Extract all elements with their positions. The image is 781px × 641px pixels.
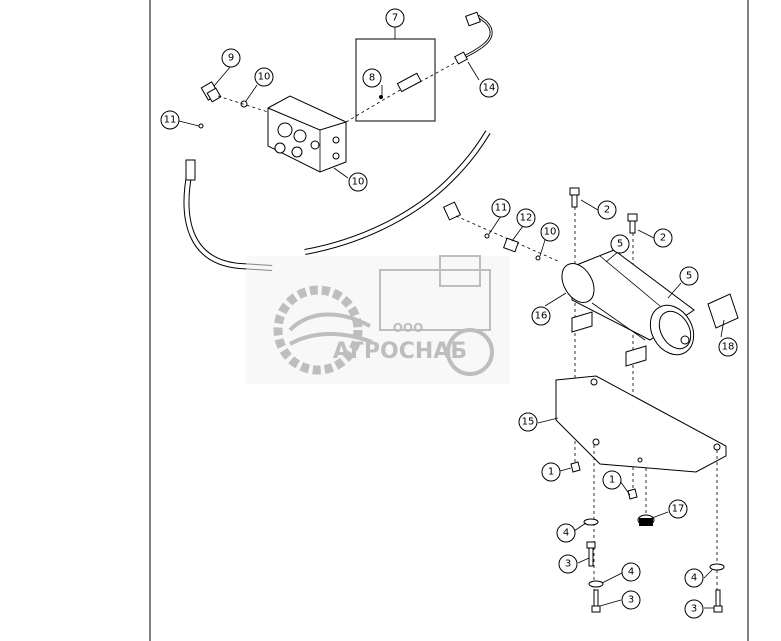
svg-text:3: 3: [628, 595, 634, 606]
hydraulic-hose: [183, 130, 491, 271]
seal-10-b: [535, 255, 541, 261]
bolt-3-b: [591, 589, 601, 613]
bolt-2-b: [627, 213, 638, 234]
cable-14: [454, 11, 493, 65]
washer-4-b: [588, 580, 604, 588]
callout-14: 14: [479, 78, 499, 98]
callout-15: 15: [518, 412, 538, 432]
svg-text:8: 8: [369, 73, 375, 84]
callout-8: 10: [348, 172, 368, 192]
callout-3: 3: [684, 599, 704, 619]
callout-17: 17: [668, 499, 688, 519]
bushing-17: [637, 514, 655, 526]
callout-1: 1: [541, 462, 561, 482]
svg-text:5: 5: [617, 239, 623, 250]
valve-block: [267, 95, 347, 173]
watermark-prefix: ООО: [393, 321, 424, 335]
svg-text:11: 11: [164, 115, 177, 126]
callout-9: 9: [221, 48, 241, 68]
svg-text:3: 3: [565, 559, 571, 570]
svg-text:14: 14: [483, 83, 496, 94]
svg-text:3: 3: [691, 604, 697, 615]
svg-text:1: 1: [548, 467, 554, 478]
callout-6: 7: [385, 8, 405, 28]
sensor-7: [379, 72, 422, 99]
bolt-2-a: [569, 187, 580, 208]
svg-text:7: 7: [392, 13, 398, 24]
svg-text:1: 1: [609, 475, 615, 486]
svg-text:2: 2: [660, 233, 666, 244]
svg-text:15: 15: [522, 417, 535, 428]
callout-2: 2: [597, 200, 617, 220]
callout-11: 11: [160, 110, 180, 130]
callout-3: 3: [621, 590, 641, 610]
svg-text:12: 12: [520, 213, 533, 224]
callout-10: 10: [254, 67, 274, 87]
bolt-3-c: [713, 589, 723, 613]
label-plate-18: [707, 293, 739, 329]
callout-4: 4: [621, 562, 641, 582]
callout-3: 3: [558, 554, 578, 574]
svg-text:4: 4: [691, 573, 697, 584]
watermark-logo: ООО АГРОСНАБ: [246, 255, 510, 384]
watermark-brand: АГРОСНАБ: [333, 339, 467, 364]
svg-text:5: 5: [686, 271, 692, 282]
callout-1: 1: [602, 470, 622, 490]
washer-4-a: [583, 518, 599, 526]
fitting-12: [503, 237, 519, 253]
callout-18: 18: [718, 337, 738, 357]
mounting-plate-15: [555, 375, 727, 473]
callout-4: 4: [684, 568, 704, 588]
svg-text:11: 11: [495, 203, 508, 214]
assembly-6-box: [355, 38, 436, 122]
svg-text:16: 16: [535, 311, 548, 322]
svg-text:18: 18: [722, 342, 735, 353]
callout-5: 5: [679, 266, 699, 286]
svg-text:9: 9: [228, 53, 234, 64]
callout-12: 12: [516, 208, 536, 228]
callout-5: 5: [610, 234, 630, 254]
seal-10-a: [240, 100, 248, 108]
filter-housing: [561, 249, 695, 367]
svg-text:2: 2: [604, 205, 610, 216]
seal-11-a: [198, 123, 204, 129]
callout-11: 11: [491, 198, 511, 218]
bolt-3-a: [586, 541, 596, 567]
callout-10: 10: [540, 222, 560, 242]
callout-16: 16: [531, 306, 551, 326]
seal-11-b: [484, 233, 490, 239]
callout-2: 2: [653, 228, 673, 248]
svg-text:10: 10: [544, 227, 557, 238]
svg-text:4: 4: [628, 567, 634, 578]
nut-1-b: [627, 488, 638, 500]
svg-text:10: 10: [258, 72, 271, 83]
nut-1-a: [570, 461, 581, 473]
svg-text:4: 4: [563, 528, 569, 539]
svg-text:17: 17: [672, 504, 685, 515]
callout-7: 8: [362, 68, 382, 88]
fitting-9: [200, 81, 222, 103]
washer-4-c: [709, 563, 725, 571]
svg-text:10: 10: [352, 177, 365, 188]
callout-4: 4: [556, 523, 576, 543]
